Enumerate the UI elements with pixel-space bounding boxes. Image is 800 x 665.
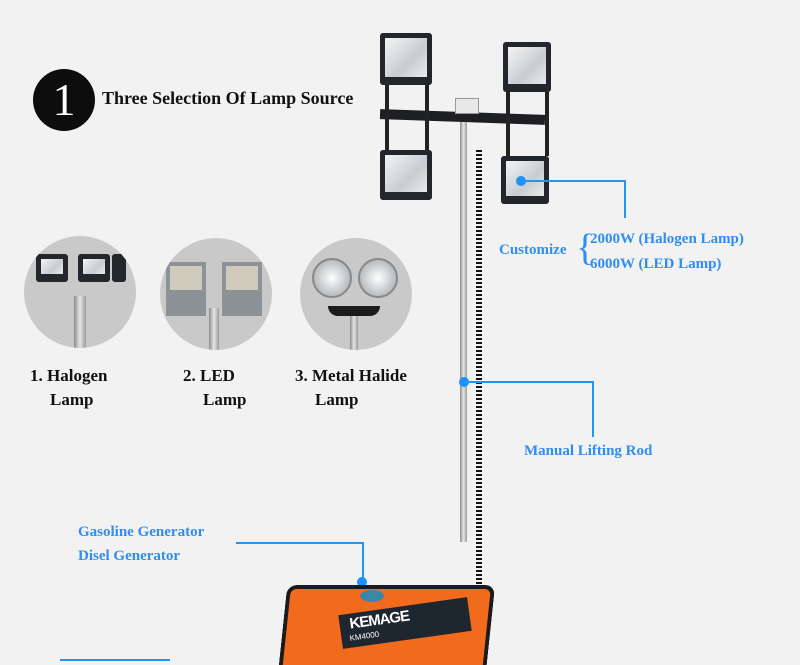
customize-option-halogen: 2000W (Halogen Lamp): [590, 231, 744, 247]
callout-line: [464, 381, 593, 383]
customize-option-led: 6000W (LED Lamp): [590, 256, 722, 272]
lamp-option-type: Lamp: [203, 390, 247, 409]
floodlight-bottom-left: [380, 150, 432, 200]
generator-label-gasoline: Gasoline Generator: [78, 524, 205, 540]
lamp-option-label: 2. LED Lamp: [183, 364, 246, 412]
junction-box: [455, 98, 479, 114]
coiled-cable: [476, 150, 482, 650]
section-heading: Three Selection Of Lamp Source: [102, 88, 354, 108]
lamp-option-label: 3. Metal Halide Lamp: [295, 364, 407, 412]
bottom-accent-line: [60, 659, 170, 661]
bracket: [545, 92, 549, 156]
lamp-option-name: 1. Halogen: [30, 366, 108, 385]
step-number-badge: 1: [33, 69, 95, 131]
lamp-option-type: Lamp: [315, 390, 359, 409]
customize-label: Customize: [499, 242, 567, 258]
generator-label-diesel: Disel Generator: [78, 548, 181, 564]
callout-line: [592, 381, 594, 437]
bracket: [385, 85, 389, 150]
lifting-pole: [460, 122, 467, 542]
bracket: [425, 85, 429, 150]
halogen-lamp-photo: [24, 236, 136, 348]
lamp-option-type: Lamp: [50, 390, 94, 409]
bracket: [506, 92, 510, 156]
callout-dot: [357, 577, 367, 587]
lamp-option-label: 1. Halogen Lamp: [30, 364, 107, 412]
metal-halide-lamp-photo: [300, 238, 412, 350]
floodlight-top-left: [380, 33, 432, 85]
lifting-rod-label: Manual Lifting Rod: [524, 443, 653, 459]
callout-line: [236, 542, 363, 544]
lamp-option-name: 2. LED: [183, 366, 235, 385]
customize-brace: {: [576, 227, 595, 269]
callout-line: [362, 542, 364, 578]
callout-line: [521, 180, 625, 182]
lamp-option-name: 3. Metal Halide: [295, 366, 407, 385]
floodlight-top-right: [503, 42, 551, 92]
led-lamp-photo: [160, 238, 272, 350]
callout-line: [624, 180, 626, 218]
